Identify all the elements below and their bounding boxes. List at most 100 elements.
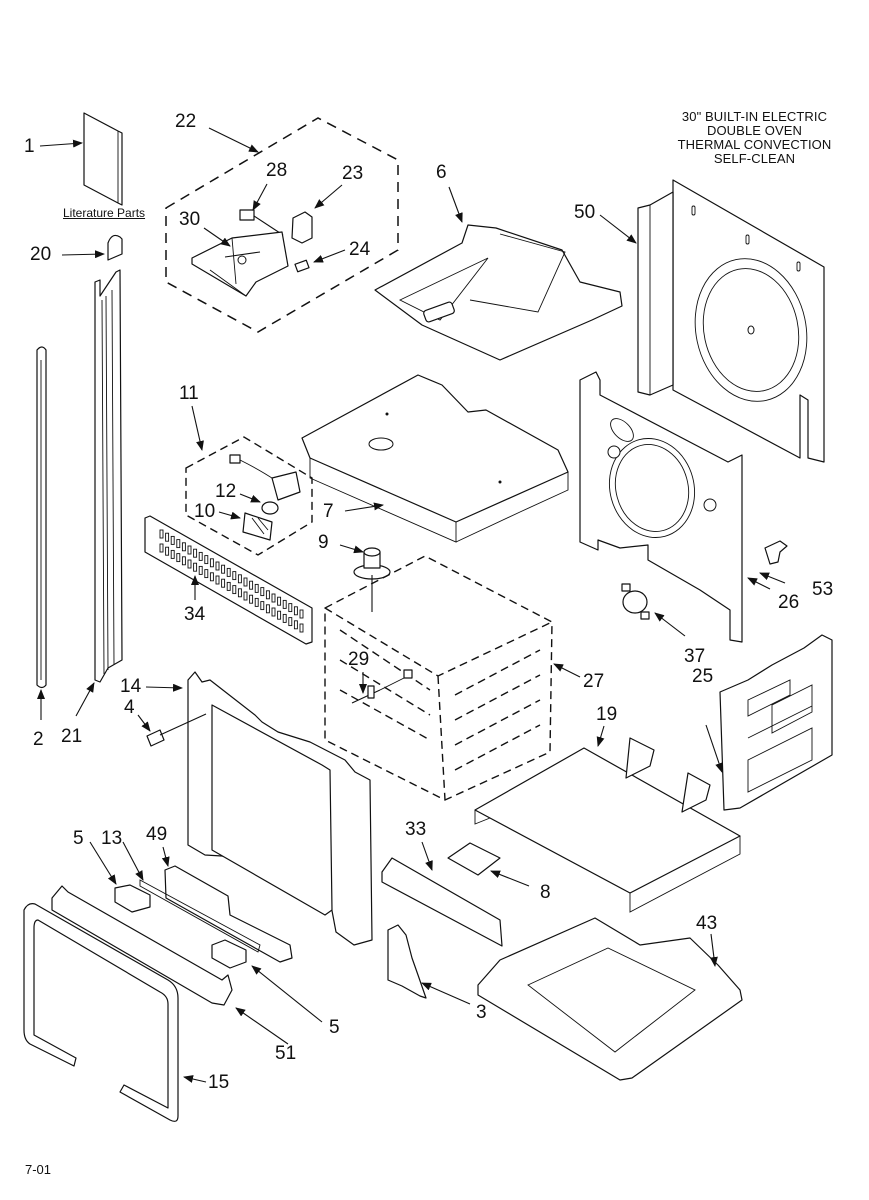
grille-slot [293,620,298,630]
part-top-plate-7[interactable] [301,374,569,543]
part-sensor-29[interactable] [351,669,413,704]
callout-19[interactable]: 19 [596,704,618,725]
callout-9[interactable]: 9 [318,532,329,553]
callout-8[interactable]: 8 [540,882,551,903]
callout-5-right[interactable]: 5 [329,1017,340,1038]
part-switch-28[interactable] [239,209,284,236]
callout-22[interactable]: 22 [175,111,197,132]
callout-1[interactable]: 1 [24,136,35,157]
part-vent-trim-51[interactable] [51,885,233,1006]
callout-21[interactable]: 21 [61,726,83,747]
part-light-socket[interactable] [229,454,301,501]
grille-slot [215,561,220,571]
callout-25[interactable]: 25 [692,666,714,687]
grille-slot [288,603,293,613]
callout-51[interactable]: 51 [275,1043,297,1064]
part-clip-53[interactable] [764,540,788,565]
callout-43[interactable]: 43 [696,913,718,934]
part-side-trim[interactable] [94,269,123,683]
callout-34[interactable]: 34 [184,604,206,625]
grille-slot [204,569,209,579]
part-insulation-13[interactable] [139,879,261,953]
callout-49[interactable]: 49 [146,824,168,845]
callout-29[interactable]: 29 [348,649,370,670]
part-rod[interactable] [36,346,47,689]
part-block-5-right[interactable] [211,939,247,969]
grille-slot [159,543,164,553]
callout-26[interactable]: 26 [778,592,800,613]
part-bulb-12[interactable] [261,501,279,515]
part-door-gasket-15[interactable] [23,903,179,1122]
part-lock-23[interactable] [291,211,313,244]
grille-slot [198,551,203,561]
callout-15[interactable]: 15 [208,1072,230,1093]
callout-20[interactable]: 20 [30,244,52,265]
part-strip-49[interactable] [164,865,293,963]
callout-30[interactable]: 30 [179,209,201,230]
grille-slot [221,564,226,574]
part-motor-9[interactable] [353,547,391,612]
callout-53[interactable]: 53 [812,579,834,600]
part-latch-30[interactable] [191,231,289,297]
part-front-frame-14[interactable] [187,671,373,946]
grille-slot [237,588,242,598]
callout-5-left[interactable]: 5 [73,828,84,849]
callout-12[interactable]: 12 [215,481,237,502]
grille-slot [265,590,270,600]
part-side-panel-25[interactable] [719,634,833,811]
footer-code: 7-01 [25,1162,52,1177]
part-bottom-tray-19[interactable] [474,737,741,913]
part-literature-booklet[interactable] [83,112,123,206]
grille-slot [187,545,192,555]
grille-slot [260,587,265,597]
part-block-5-left[interactable] [114,884,151,913]
part-bracket-8[interactable] [447,842,501,876]
grille-slot [221,578,226,588]
callout-28[interactable]: 28 [266,160,288,181]
part-upper-panel-6[interactable] [374,224,623,361]
callout-24[interactable]: 24 [349,239,371,260]
callout-33[interactable]: 33 [405,819,427,840]
diagram-title: 30" BUILT-IN ELECTRIC DOUBLE OVEN THERMA… [640,110,869,166]
part-channel-33[interactable] [381,857,503,947]
callout-50[interactable]: 50 [574,202,596,223]
callout-3[interactable]: 3 [476,1002,487,1023]
part-cap[interactable] [107,234,123,261]
grille-slot [209,572,214,582]
grille-slot [176,553,181,563]
part-oven-cavity-27[interactable] [324,555,553,801]
part-hinge-bracket-3[interactable] [387,924,427,999]
part-drip-tray-43[interactable] [477,917,743,1081]
part-vent-grille-34[interactable] [144,515,313,645]
grille-slot [249,594,254,604]
callout-10[interactable]: 10 [194,501,216,522]
part-thermostat-37[interactable] [621,583,650,620]
callout-14[interactable]: 14 [120,676,142,697]
callout-13[interactable]: 13 [101,828,123,849]
callout-7[interactable]: 7 [323,501,334,522]
grille-slot [299,623,304,633]
grille-slot [176,539,181,549]
callout-37[interactable]: 37 [684,646,706,667]
part-connector-24[interactable] [294,259,310,273]
literature-parts-label: Literature Parts [63,206,146,220]
grille-slot [170,549,175,559]
part-fan-panel-50[interactable] [637,179,825,463]
part-screw-4[interactable] [146,713,207,747]
callout-2[interactable]: 2 [33,729,44,750]
callout-4[interactable]: 4 [124,697,135,718]
callout-27[interactable]: 27 [583,671,605,692]
grille-slot [209,558,214,568]
grille-slot [271,593,276,603]
callout-23[interactable]: 23 [342,163,364,184]
part-lens-10[interactable] [242,512,273,541]
part-convection-back-26[interactable] [579,371,743,643]
callout-11[interactable]: 11 [179,383,199,404]
grille-slot [254,597,259,607]
grille-slot [226,581,231,591]
title-line: DOUBLE OVEN [706,123,802,138]
grille-slot [170,535,175,545]
grille-slot [226,567,231,577]
callout-6[interactable]: 6 [436,162,447,183]
grille-slot [249,580,254,590]
